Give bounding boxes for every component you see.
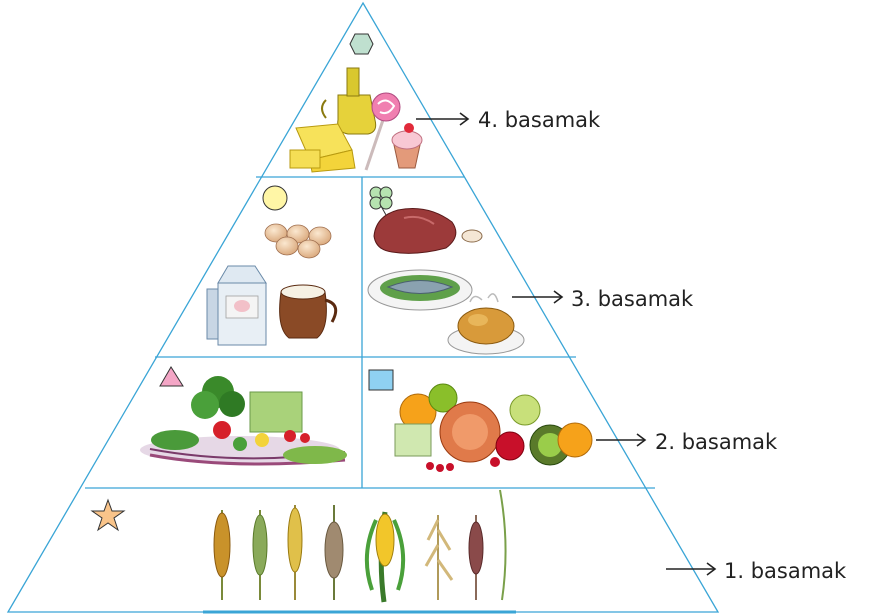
milk-carton-illustration [207,266,266,345]
level-4-food-illustration [290,68,422,172]
vegetables-illustration [140,376,347,464]
level-3-label: 3. basamak [571,287,694,311]
level-3-left-group [207,186,336,345]
level-2-right-group [369,370,592,472]
level-2-section: 2. basamak [140,367,778,472]
fish-plate-illustration [368,270,472,310]
fruits-illustration [395,384,592,472]
eggs-illustration [265,224,331,258]
circle-icon [263,186,287,210]
level-4-label: 4. basamak [478,108,601,132]
level-3-right-group [368,187,524,354]
hexagon-icon [350,34,373,54]
triangle-icon [160,367,183,386]
milk-jug-illustration [280,285,336,338]
level-3-section: 3. basamak [207,186,694,354]
meat-illustration [374,209,482,254]
square-icon [369,370,393,390]
level-2-label: 2. basamak [655,430,778,454]
clover-icon [370,187,392,215]
star-icon [92,500,124,530]
level-1-section: 1. basamak [92,490,847,612]
level-2-left-group [140,367,347,464]
level-1-label: 1. basamak [724,559,847,583]
level-4-section: 4. basamak [290,34,601,172]
grains-illustration [214,490,506,602]
